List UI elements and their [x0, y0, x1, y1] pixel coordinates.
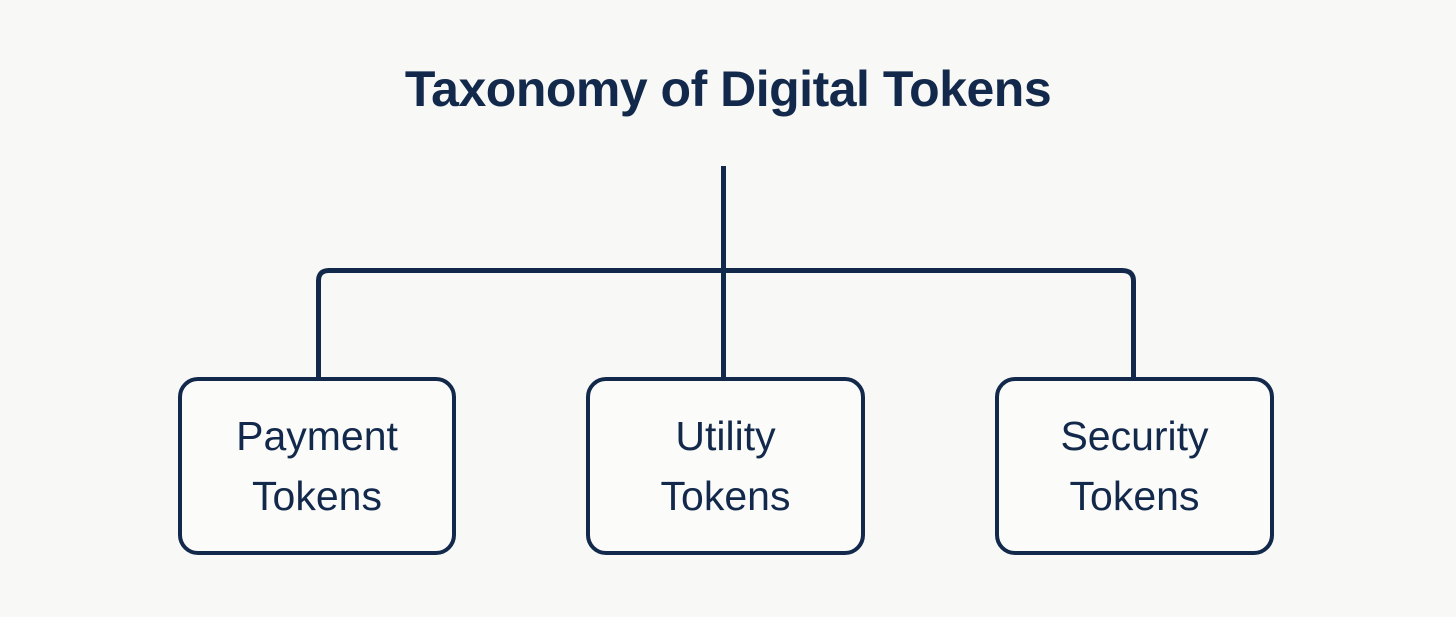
node-security-tokens[interactable]: Security Tokens: [995, 377, 1274, 555]
node-security-tokens-label-line2: Tokens: [1069, 473, 1200, 519]
node-payment-tokens-label-line2: Tokens: [252, 473, 382, 519]
node-payment-tokens[interactable]: Payment Tokens: [178, 377, 456, 555]
node-utility-tokens-label-line1: Utility: [675, 413, 776, 459]
node-utility-tokens-label-line2: Tokens: [660, 473, 791, 519]
page-title: Taxonomy of Digital Tokens: [404, 61, 1052, 117]
node-security-tokens-label-line1: Security: [1060, 413, 1209, 459]
node-utility-tokens[interactable]: Utility Tokens: [586, 377, 865, 555]
node-payment-tokens-label-line1: Payment: [236, 413, 398, 459]
